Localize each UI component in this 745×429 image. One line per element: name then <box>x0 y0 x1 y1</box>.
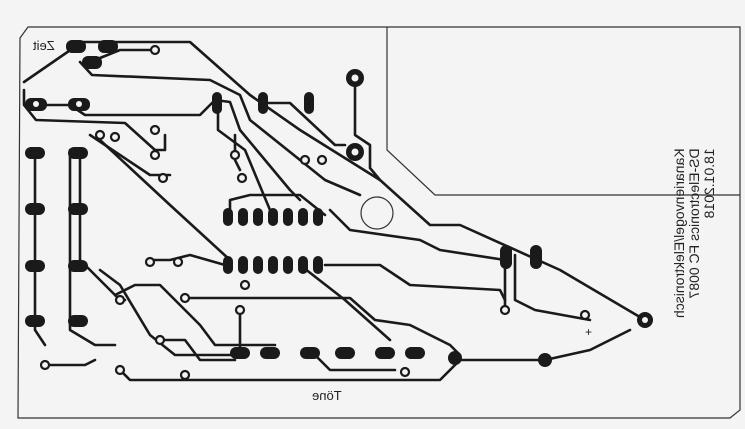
info-line-2: DS-Electronics FC 0087 <box>686 148 702 299</box>
traces <box>22 40 647 382</box>
label-toene: Töne <box>312 388 342 403</box>
polarity-mark: + <box>585 325 592 339</box>
ic-pads-top <box>223 208 323 226</box>
mounting-hole <box>360 196 394 230</box>
board-info-text: Kanarienvogel/Elektronisch DS-Electronic… <box>671 148 717 318</box>
cutout-region <box>386 27 740 196</box>
info-line-3: 18.01.2018 <box>701 148 717 219</box>
board-outline <box>17 26 741 419</box>
pads <box>25 40 653 381</box>
ic-pads-bottom <box>223 256 323 274</box>
info-line-1: Kanarienvogel/Elektronisch <box>671 148 687 318</box>
label-zeit: Zeit <box>33 38 55 53</box>
